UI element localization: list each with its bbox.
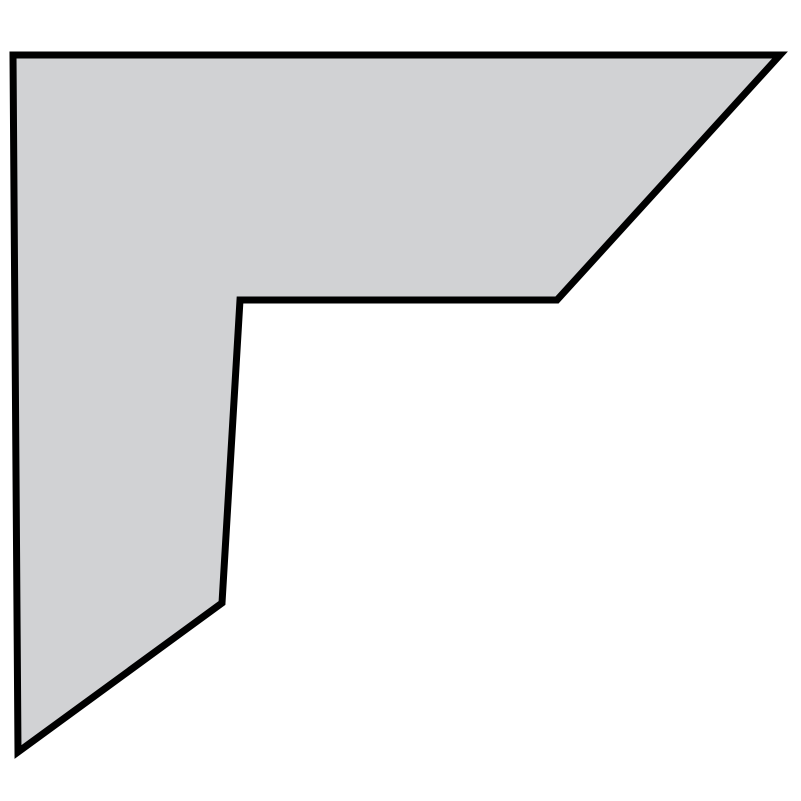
gray-polygon-shape [9,51,788,759]
